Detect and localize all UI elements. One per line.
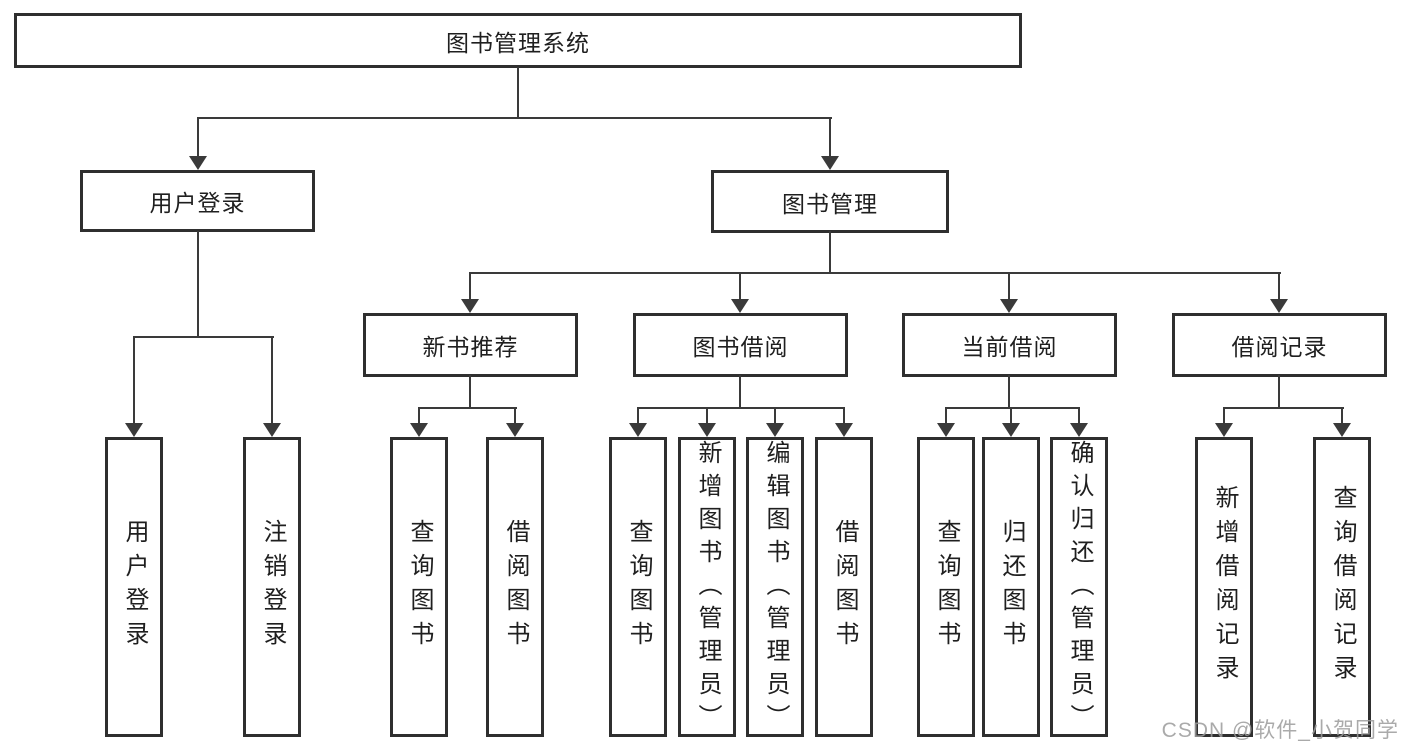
leaf-add-books-admin: 新增图书（管理员） [678, 437, 736, 737]
leaf-query-borrow-record-label: 查询借阅记录 [1329, 485, 1356, 689]
csdn-watermark: CSDN @软件_小贺同学 [1161, 719, 1399, 742]
node-new-book-recommend-label: 新书推荐 [422, 334, 519, 360]
connector-new-book-drop [469, 272, 471, 300]
node-new-book-recommend: 新书推荐 [363, 313, 578, 377]
connector-records-drop [1278, 272, 1280, 300]
leaf-query-books-borrowing-label: 查询图书 [625, 519, 652, 655]
arrowhead-records [1270, 299, 1288, 313]
connector-g1-rail [418, 407, 517, 409]
connector-book-mgmt-drop [829, 117, 831, 157]
connector-g2-stem [739, 375, 741, 408]
leaf-logout-login-label: 注销登录 [259, 519, 286, 655]
connector-g2-rail [637, 407, 845, 409]
node-user-login: 用户登录 [80, 170, 315, 232]
connector-g4a-drop [1223, 407, 1225, 424]
leaf-query-books-recommend-label: 查询图书 [406, 519, 433, 655]
connector-book-mgmt-stem [829, 231, 831, 273]
leaf-add-books-admin-label: 新增图书（管理员） [694, 440, 721, 737]
arrowhead-g2d [835, 423, 853, 437]
leaf-query-books-borrowing: 查询图书 [609, 437, 667, 737]
arrowhead-book-mgmt [821, 156, 839, 170]
connector-g1a-drop [418, 407, 420, 424]
arrowhead-g1b [506, 423, 524, 437]
leaf-edit-books-admin-label: 编辑图书（管理员） [762, 440, 789, 737]
connector-current-drop [1008, 272, 1010, 300]
leaf-logout-login: 注销登录 [243, 437, 301, 737]
connector-g4-rail [1223, 407, 1344, 409]
node-borrowing-records: 借阅记录 [1172, 313, 1387, 377]
leaf-edit-books-admin: 编辑图书（管理员） [746, 437, 804, 737]
connector-user-login-stem [197, 231, 199, 337]
arrowhead-g2b [698, 423, 716, 437]
connector-user-login-rail [133, 336, 274, 338]
arrowhead-g3a [937, 423, 955, 437]
node-book-borrowing: 图书借阅 [633, 313, 848, 377]
leaf-return-books-label: 归还图书 [998, 519, 1025, 655]
connector-g3a-drop [945, 407, 947, 424]
leaf-query-books-recommend: 查询图书 [390, 437, 448, 737]
leaf-query-books-current: 查询图书 [917, 437, 975, 737]
arrowhead-current [1000, 299, 1018, 313]
connector-user-login-drop [197, 117, 199, 157]
node-book-management-label: 图书管理 [782, 190, 878, 217]
leaf-borrow-books: 借阅图书 [815, 437, 873, 737]
arrowhead-g2c [766, 423, 784, 437]
connector-g2b-drop [706, 407, 708, 424]
arrowhead-g4a [1215, 423, 1233, 437]
leaf-confirm-return-admin: 确认归还（管理员） [1050, 437, 1108, 737]
connector-g3c-drop [1078, 407, 1080, 424]
leaf-borrow-books-recommend-label: 借阅图书 [502, 519, 529, 655]
connector-level3-rail [469, 272, 1281, 274]
node-current-borrowing: 当前借阅 [902, 313, 1117, 377]
arrowhead-g3b [1002, 423, 1020, 437]
connector-g1b-drop [514, 407, 516, 424]
arrowhead-g1a [410, 423, 428, 437]
arrowhead-leaf-logout [263, 423, 281, 437]
connector-g2c-drop [774, 407, 776, 424]
leaf-query-borrow-record: 查询借阅记录 [1313, 437, 1371, 737]
arrowhead-g3c [1070, 423, 1088, 437]
connector-root-stem [517, 67, 519, 118]
arrowhead-g2a [629, 423, 647, 437]
arrowhead-new-book [461, 299, 479, 313]
node-root: 图书管理系统 [14, 13, 1022, 68]
connector-leaf-logout-drop [271, 336, 273, 424]
node-borrowing-records-label: 借阅记录 [1231, 334, 1328, 360]
node-root-label: 图书管理系统 [446, 29, 590, 56]
connector-g3b-drop [1010, 407, 1012, 424]
connector-leaf-login-drop [133, 336, 135, 424]
connector-g4-stem [1278, 375, 1280, 408]
leaf-confirm-return-admin-label: 确认归还（管理员） [1066, 440, 1093, 737]
connector-g4b-drop [1341, 407, 1343, 424]
leaf-add-borrow-record-label: 新增借阅记录 [1211, 485, 1238, 689]
node-user-login-label: 用户登录 [149, 190, 246, 216]
leaf-return-books: 归还图书 [982, 437, 1040, 737]
leaf-query-books-current-label: 查询图书 [933, 519, 960, 655]
arrowhead-g4b [1333, 423, 1351, 437]
node-book-management: 图书管理 [711, 170, 949, 233]
leaf-borrow-books-label: 借阅图书 [831, 519, 858, 655]
arrowhead-leaf-login [125, 423, 143, 437]
connector-g3-stem [1008, 375, 1010, 408]
leaf-user-login-label: 用户登录 [121, 519, 148, 655]
connector-g1-stem [469, 375, 471, 408]
node-book-borrowing-label: 图书借阅 [692, 334, 789, 360]
connector-g3-rail [945, 407, 1080, 409]
connector-level2-rail [197, 117, 832, 119]
leaf-add-borrow-record: 新增借阅记录 [1195, 437, 1253, 737]
node-current-borrowing-label: 当前借阅 [961, 334, 1058, 360]
leaf-user-login: 用户登录 [105, 437, 163, 737]
connector-g2d-drop [843, 407, 845, 424]
arrowhead-user-login [189, 156, 207, 170]
arrowhead-borrowing [731, 299, 749, 313]
connector-g2a-drop [637, 407, 639, 424]
leaf-borrow-books-recommend: 借阅图书 [486, 437, 544, 737]
connector-borrowing-drop [739, 272, 741, 300]
